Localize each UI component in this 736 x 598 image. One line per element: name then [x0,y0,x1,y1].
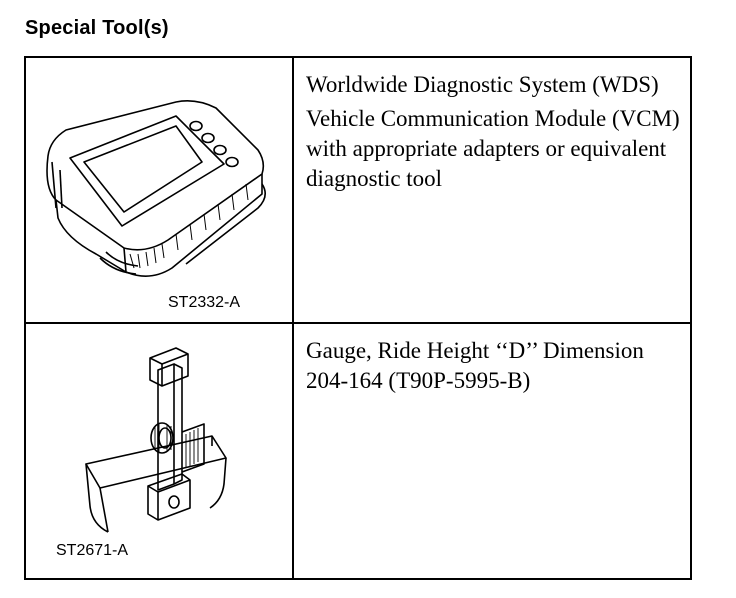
figure-code: ST2332-A [168,294,241,311]
tool-name: Worldwide Diagnostic System (WDS) [306,72,659,97]
ride-height-gauge-icon [85,347,227,533]
tool-image-cell: ST2332-A [26,58,294,322]
tool-row-gauge: ST2671-A Gauge, Ride Height ‘‘D’’ Dimens… [26,324,690,578]
figure-code: ST2671-A [56,542,129,559]
tool-row-wds: ST2332-A Worldwide Diagnostic System (WD… [26,58,690,324]
tool-detail: Vehicle Communication Module (VCM) with … [306,106,680,191]
diagnostic-tablet-icon [46,100,266,277]
tool-description: Gauge, Ride Height ‘‘D’’ Dimension 204-1… [294,324,690,578]
page-title: Special Tool(s) [25,17,169,39]
tool-name: Gauge, Ride Height ‘‘D’’ Dimension [306,338,644,363]
tool-number: 204-164 (T90P-5995-B) [306,368,531,393]
tool-description: Worldwide Diagnostic System (WDS) Vehicl… [294,58,690,322]
special-tools-table: ST2332-A Worldwide Diagnostic System (WD… [24,56,692,580]
tool-image-cell: ST2671-A [26,324,294,578]
